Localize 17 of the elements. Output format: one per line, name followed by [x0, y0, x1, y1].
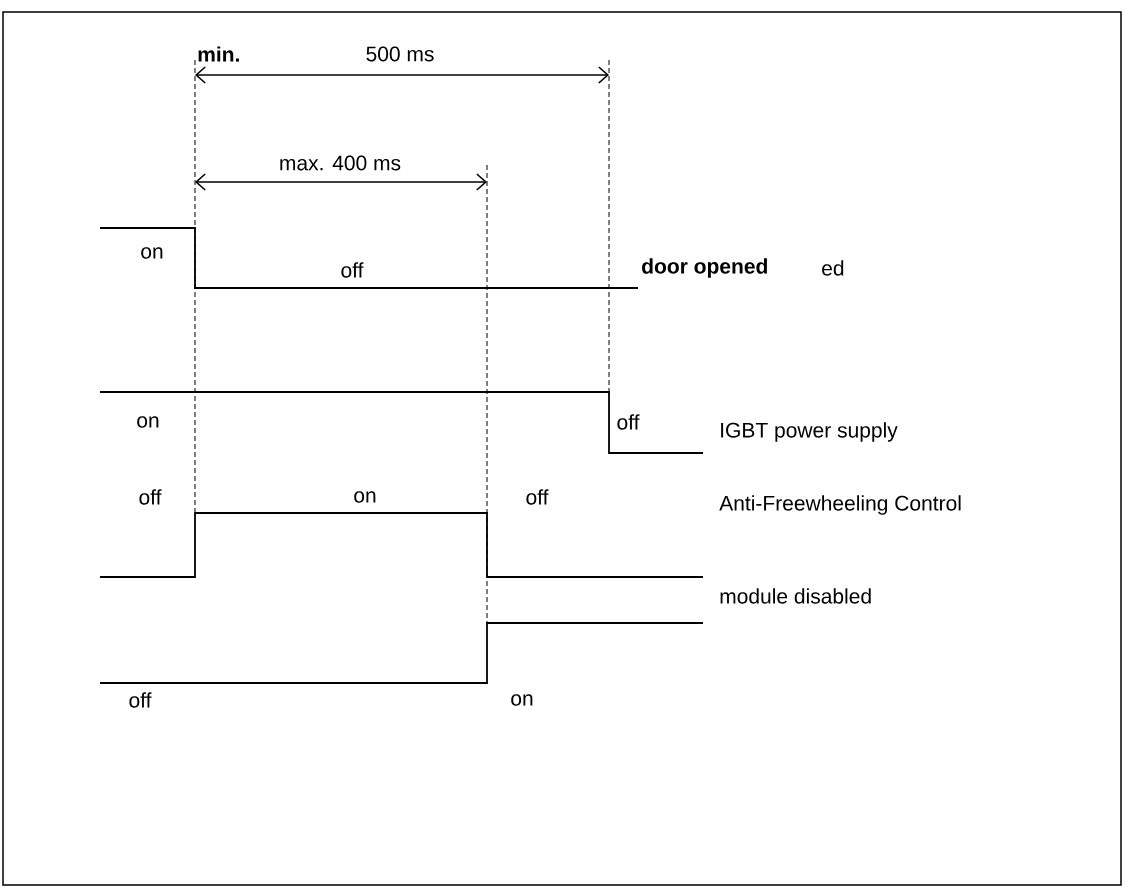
label: off: [617, 414, 640, 430]
label: 500 ms: [366, 46, 434, 62]
label: module disabled: [720, 588, 871, 604]
label: off: [341, 262, 364, 278]
label: IGBT power supply: [721, 422, 898, 442]
label: off: [139, 489, 162, 505]
label: on: [137, 416, 159, 428]
label: on: [511, 694, 533, 706]
label: ed: [822, 260, 844, 276]
label: door opened: [642, 258, 767, 278]
label: Anti-Freewheeling Control: [719, 495, 961, 515]
label: on: [354, 491, 376, 503]
label: min.: [198, 46, 239, 62]
label: off: [129, 692, 152, 708]
label: off: [526, 489, 549, 505]
label: max. 400 ms: [280, 155, 401, 171]
label: on: [141, 247, 163, 259]
